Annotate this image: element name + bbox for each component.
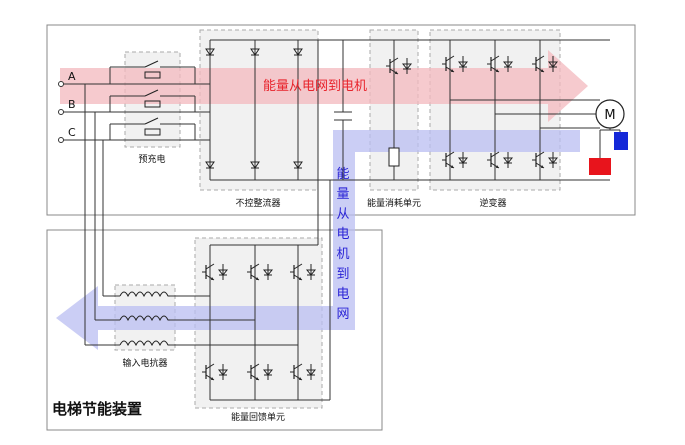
motor-label: M	[604, 108, 615, 123]
grid-to-motor-text: 能量从电网到电机	[263, 79, 367, 94]
brake-switch	[385, 57, 412, 167]
arrow-motor-to-grid	[56, 130, 580, 350]
rectifier-box	[199, 29, 319, 191]
motor-to-grid-char: 电	[336, 287, 349, 302]
terminal-a	[58, 81, 64, 87]
phase-c-label: C	[68, 126, 76, 139]
motor-to-grid-char: 到	[336, 267, 349, 282]
brake-unit-label: 能量消耗单元	[367, 197, 421, 209]
reactor-label: 输入电抗器	[122, 357, 167, 369]
motor-to-grid-char: 电	[336, 227, 349, 242]
reactor-coils	[119, 291, 170, 347]
motor-to-grid-char: 网	[336, 307, 349, 322]
arrow-grid-to-motor	[60, 50, 588, 122]
motor-to-grid-text: 能 量 从 电 机 到 电 网	[336, 167, 349, 322]
device-title: 电梯节能装置	[52, 400, 142, 418]
motor-to-grid-char: 从	[336, 207, 349, 222]
motor-to-grid-char: 能	[336, 167, 349, 182]
terminal-b	[58, 109, 64, 115]
precharge-label: 预充电	[138, 153, 165, 165]
terminal-c	[58, 137, 64, 143]
feedback-unit-label: 能量回馈单元	[231, 411, 285, 423]
rectifier-label: 不控整流器	[235, 197, 280, 209]
motor-to-grid-char: 量	[336, 187, 349, 202]
phase-b-label: B	[68, 98, 76, 111]
phase-a-label: A	[68, 70, 76, 83]
motor-to-grid-char: 机	[336, 247, 349, 262]
car-block	[614, 132, 628, 150]
energy-saving-device-panel	[46, 229, 383, 431]
counterweight-block	[589, 158, 611, 175]
inverter-label: 逆变器	[479, 197, 506, 209]
